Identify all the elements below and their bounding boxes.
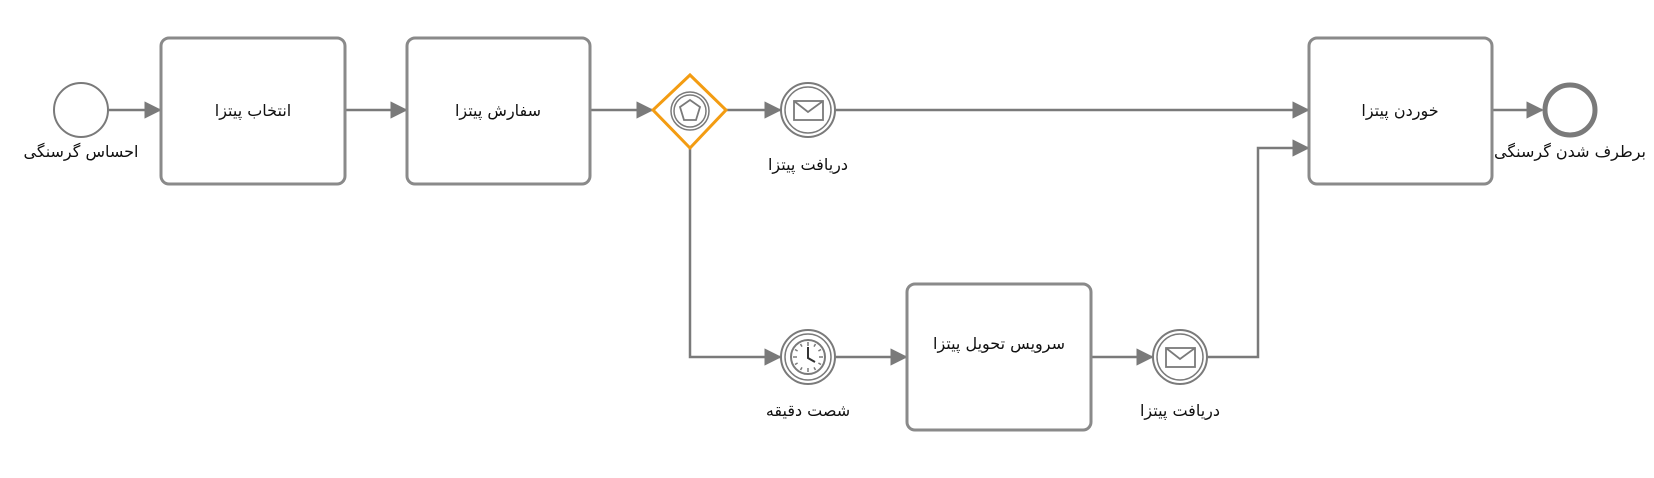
task-choose-pizza[interactable]: انتخاب پیتزا bbox=[159, 36, 347, 186]
envelope-icon bbox=[793, 100, 824, 121]
flow-gateway-to-timer[interactable] bbox=[688, 148, 782, 366]
gateway-inner-circle-icon bbox=[673, 94, 707, 128]
message-event-receive-top[interactable] bbox=[780, 82, 836, 138]
end-event-label: برطرف شدن گرسنگی bbox=[1494, 142, 1646, 162]
pentagon-icon bbox=[678, 98, 702, 121]
task-choose-pizza-label: انتخاب پیتزا bbox=[215, 101, 291, 121]
event-based-gateway[interactable] bbox=[650, 72, 729, 151]
gateway-outer-circle-icon bbox=[670, 91, 710, 131]
message-event-receive-top-label: دریافت پیتزا bbox=[768, 155, 848, 175]
task-delivery-service-label: سرویس تحویل پیتزا bbox=[933, 334, 1065, 354]
start-event[interactable] bbox=[53, 82, 109, 138]
sequence-flows bbox=[109, 101, 1544, 366]
timer-event-sixty-minutes[interactable] bbox=[780, 329, 836, 385]
task-delivery-service[interactable]: سرویس تحویل پیتزا bbox=[905, 282, 1093, 432]
message-event-receive-bottom[interactable] bbox=[1152, 329, 1208, 385]
task-order-pizza-label: سفارش پیتزا bbox=[455, 101, 541, 121]
task-eat-pizza[interactable]: خوردن پیتزا bbox=[1307, 36, 1494, 186]
task-order-pizza[interactable]: سفارش پیتزا bbox=[405, 36, 592, 186]
flow-receive-bottom-to-eat[interactable] bbox=[1208, 139, 1310, 359]
end-event[interactable] bbox=[1542, 82, 1598, 138]
start-event-label: احساس گرسنگی bbox=[24, 142, 139, 162]
envelope-icon bbox=[1165, 347, 1196, 368]
timer-event-label: شصت دقیقه bbox=[766, 401, 850, 420]
message-event-receive-bottom-label: دریافت پیتزا bbox=[1140, 401, 1220, 421]
task-eat-pizza-label: خوردن پیتزا bbox=[1361, 101, 1438, 121]
clock-icon bbox=[790, 339, 826, 375]
